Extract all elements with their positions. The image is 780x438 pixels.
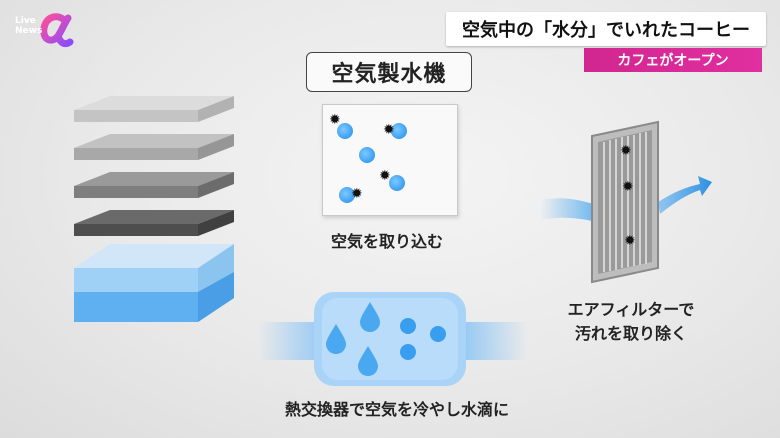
alpha-logo-icon (40, 13, 74, 48)
dust-particle-icon: ✹ (379, 168, 391, 184)
water-droplet (359, 147, 375, 163)
filter-caption: エアフィルターで 汚れを取り除く (546, 298, 716, 346)
water-droplet (400, 344, 416, 360)
air-outflow-arrow (658, 176, 712, 214)
layer-stack-illustration (70, 92, 240, 332)
exchanger-caption: 熱交換器で空気を冷やし水滴に (284, 400, 509, 419)
water-droplet (389, 175, 405, 191)
layer-plate-2 (74, 134, 234, 148)
logo-text: Live News (15, 16, 43, 36)
layer-plate-4 (74, 210, 234, 224)
diagram-title: 空気製水機 (306, 52, 472, 92)
water-droplet (400, 318, 416, 334)
layer-plate-3 (74, 172, 234, 186)
water-droplet (391, 123, 407, 139)
headline-caption: 空気中の「水分」でいれたコーヒー (446, 12, 766, 46)
dust-particle-icon: ✹ (329, 112, 341, 128)
water-drop-icon (360, 302, 380, 332)
heat-exchanger-illustration (258, 288, 528, 388)
live-news-alpha-logo: Live News (12, 10, 74, 50)
water-droplet (339, 187, 355, 203)
subheadline-caption: カフェがオープン (584, 48, 762, 72)
air-filter-illustration: ✹ ✹ ✹ (540, 118, 730, 288)
water-drop-icon (326, 324, 346, 354)
layer-plate-1 (74, 96, 234, 110)
water-droplet (430, 326, 446, 342)
air-intake-panel: ✹ ✹ ✹ ✹ (322, 104, 458, 216)
water-drop-icon (358, 346, 378, 376)
dust-particle-icon: ✹ (622, 179, 634, 195)
dust-particle-icon: ✹ (624, 233, 636, 249)
filter-caption-line-2: 汚れを取り除く (574, 324, 687, 343)
filter-caption-line-1: エアフィルターで (567, 300, 695, 319)
water-droplet (337, 123, 353, 139)
dust-particle-icon: ✹ (351, 186, 363, 202)
dust-particle-icon: ✹ (383, 122, 395, 138)
air-stream-in (540, 198, 604, 224)
water-tank (74, 244, 234, 268)
pipe-out (458, 322, 528, 360)
dust-particle-icon: ✹ (620, 143, 632, 159)
intake-caption: 空気を取り込む (330, 232, 443, 251)
